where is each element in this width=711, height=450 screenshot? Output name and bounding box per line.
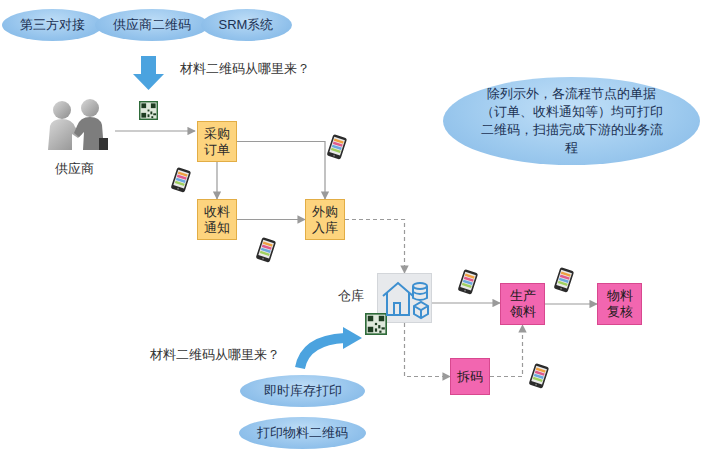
node-text: 即时库存打印 <box>264 383 342 399</box>
qr-icon <box>139 101 158 120</box>
process-box: 拆码 <box>450 358 490 395</box>
process-box: 收料 通知 <box>197 199 237 240</box>
node-text: 拆码 <box>457 369 483 385</box>
flow-connector <box>237 219 305 220</box>
node-text: 采购 订单 <box>204 126 230 158</box>
phone-icon <box>256 237 277 263</box>
flow-connector <box>216 162 217 199</box>
flow-connector <box>405 323 451 377</box>
annotation-label: 供应商 <box>55 160 94 178</box>
process-box: 物料 复核 <box>597 283 642 325</box>
node-text: 生产 领料 <box>510 288 536 320</box>
node-text: SRM系统 <box>219 17 274 33</box>
note-ellipse: 除列示外，各流程节点的单据（订单、收料通知等）均可打印二维码，扫描完成下游的业务… <box>443 77 700 165</box>
warehouse-node: 仓库 <box>377 273 432 323</box>
annotation-label: 材料二维码从哪里来？ <box>150 346 280 364</box>
ellipse-node: 供应商二维码 <box>95 9 209 41</box>
flow-connector <box>432 302 500 303</box>
ellipse-node: 第三方对接 <box>2 9 103 41</box>
node-text: 第三方对接 <box>20 17 85 33</box>
flow-connector <box>237 142 325 200</box>
phone-icon <box>529 363 550 389</box>
qr-icon <box>365 313 387 335</box>
node-text: 收料 通知 <box>204 204 230 236</box>
phone-icon <box>458 269 479 295</box>
node-text: 除列示外，各流程节点的单据（订单、收料通知等）均可打印二维码，扫描完成下游的业务… <box>477 85 667 157</box>
annotation-label: 材料二维码从哪里来？ <box>180 60 310 78</box>
process-box: 生产 领料 <box>500 283 545 325</box>
phone-icon <box>327 134 348 160</box>
warehouse-icon <box>383 283 428 318</box>
node-text: 物料 复核 <box>607 288 633 320</box>
phone-icon <box>171 167 192 193</box>
ellipse-node: SRM系统 <box>201 9 292 41</box>
process-box: 外购 入库 <box>305 199 345 240</box>
node-text: 打印物料二维码 <box>257 425 348 441</box>
curved-arrow <box>300 338 345 368</box>
flow-connector <box>345 220 405 274</box>
down-arrow <box>133 56 164 90</box>
node-text: 外购 入库 <box>312 204 338 236</box>
node-text: 供应商二维码 <box>113 17 191 33</box>
flow-connector <box>490 325 523 377</box>
node-text: 仓库 <box>338 288 364 304</box>
process-box: 采购 订单 <box>197 121 237 162</box>
flow-arrow <box>115 130 195 131</box>
ellipse-node: 即时库存打印 <box>240 375 365 407</box>
ellipse-node: 打印物料二维码 <box>239 417 366 449</box>
phone-icon <box>554 267 575 293</box>
supplier-figure <box>48 99 108 150</box>
curved-arrow-head <box>343 327 362 349</box>
flow-connector <box>545 303 597 304</box>
